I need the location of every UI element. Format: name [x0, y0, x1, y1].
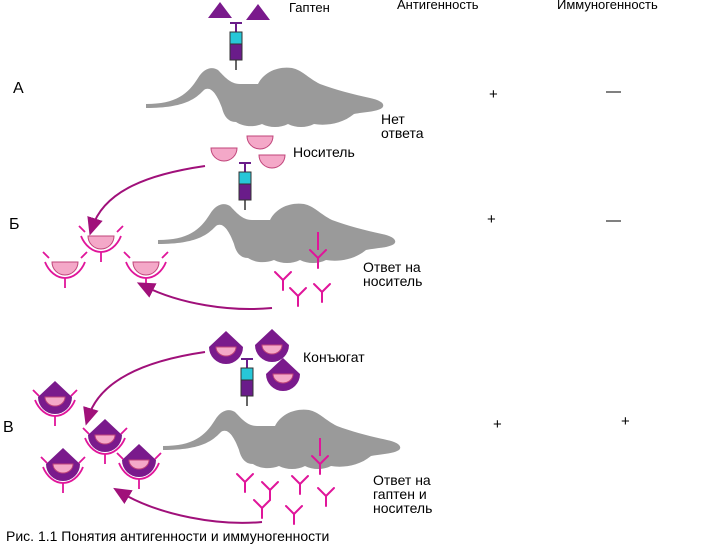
row-b-response-label-2: носитель — [363, 273, 423, 289]
bound-conjugates-c — [32, 380, 162, 494]
arrow-b-bottom — [136, 282, 273, 311]
row-b-response-label-1: Ответ на — [363, 259, 421, 275]
syringe-b-icon — [238, 161, 252, 211]
bound-carriers-b — [42, 225, 169, 289]
row-b-letter: Б — [9, 216, 20, 233]
row-a-no-response-label-1: Нет — [381, 111, 405, 127]
arrow-b-top — [87, 165, 206, 236]
syringe-a-icon — [229, 21, 243, 71]
hapten-label: Гаптен — [289, 0, 330, 15]
row-c-immunogenicity: + — [621, 413, 630, 430]
conjugate-label: Конъюгат — [303, 349, 365, 365]
row-c-letter: В — [3, 419, 14, 436]
row-a-antigenicity: + — [489, 86, 498, 103]
row-c-response-label-2: гаптен и — [373, 486, 427, 502]
conjugate-icons — [208, 328, 301, 392]
mouse-c-icon — [163, 409, 401, 469]
row-a-no-response-label-2: ответа — [381, 125, 424, 141]
mouse-b-icon — [158, 203, 396, 263]
arrow-c-top — [83, 351, 206, 426]
arrow-c-bottom — [113, 487, 263, 524]
immunogenicity-header: Иммуногенность — [557, 0, 658, 12]
hapten-triangle-icon — [208, 2, 270, 20]
row-c-response-label-1: Ответ на — [373, 472, 431, 488]
carrier-label: Носитель — [293, 144, 355, 160]
row-c-response-label-3: носитель — [373, 500, 433, 516]
row-b-immunogenicity: — — [606, 212, 621, 229]
syringe-c-icon — [240, 357, 254, 407]
row-a-letter: А — [13, 80, 24, 97]
antigenicity-header: Антигенность — [397, 0, 479, 12]
row-c-antigenicity: + — [493, 416, 502, 433]
row-a-immunogenicity: — — [606, 83, 621, 100]
row-b-antigenicity: + — [487, 211, 496, 228]
mouse-a-icon — [146, 67, 384, 127]
